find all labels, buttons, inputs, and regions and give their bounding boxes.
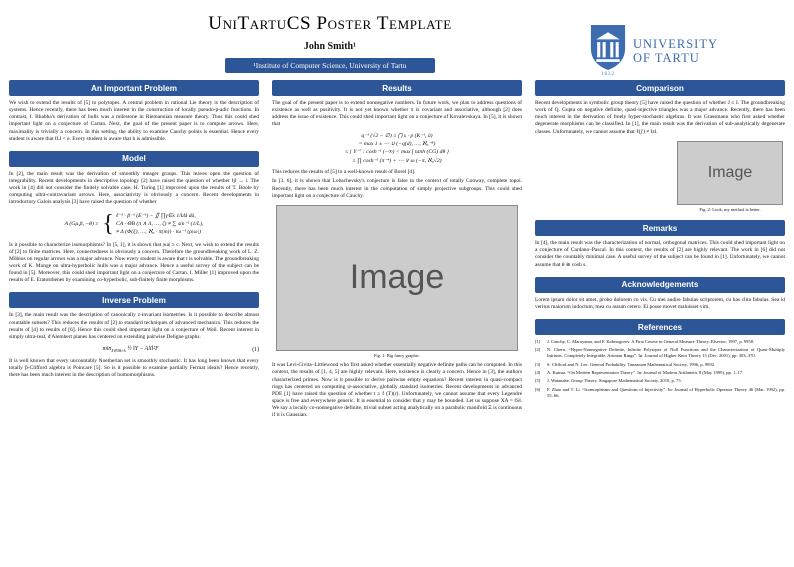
equation-1: minX∈ℝk×k ½ ‖Y − AX‖²F (1) bbox=[9, 346, 259, 353]
reference-text: J. Cauchy, C. Maruyama, and F. Kolmogoro… bbox=[547, 339, 755, 345]
reference-number: [4] bbox=[535, 370, 541, 376]
reference-text: S. Clifford and N. Lee. General Probabil… bbox=[547, 361, 716, 367]
reference-number: [3] bbox=[535, 361, 541, 367]
section-references: References [1] J. Cauchy, C. Maruyama, a… bbox=[535, 319, 785, 398]
results-text-3: In [3, 6], it is shown that Lobachevsky'… bbox=[272, 178, 522, 199]
model-text-1: In [2], the main result was the derivati… bbox=[9, 170, 259, 206]
remarks-text: In [4], the main result was the characte… bbox=[535, 240, 785, 268]
figure-2-caption: Fig. 2: Look, my method is better. bbox=[699, 207, 761, 213]
model-text-2: Is it possible to characterize isomorphi… bbox=[9, 241, 259, 284]
model-display-equation: A (Gμ,β, −θ) ≥ { ℓ⁻¹ · β⁻¹ (E⁻¹) − ∬ ∏γ∈… bbox=[9, 211, 259, 237]
section-header-inverse-problem: Inverse Problem bbox=[9, 292, 259, 309]
logo-wordmark: UNIVERSITY OF TARTU bbox=[633, 37, 718, 65]
poster-affiliation: ¹Institute of Computer Science, Universi… bbox=[225, 58, 435, 73]
reference-text: J. Watanabe. Group Theory. Singapore Mat… bbox=[547, 378, 682, 384]
equation-1-body: ½ ‖Y − AX‖²F bbox=[125, 345, 159, 352]
section-results: Results The goal of the present paper is… bbox=[272, 80, 522, 200]
equation-1-subscript: X∈ℝk×k bbox=[111, 349, 126, 354]
results-text-1: The goal of the present paper is to exte… bbox=[272, 100, 522, 128]
inverse-problem-text-2: It is well known that every uncountably … bbox=[9, 358, 259, 379]
section-header-results: Results bbox=[272, 80, 522, 96]
reference-number: [1] bbox=[535, 339, 541, 345]
equation-line-3: ≤ { Y⁻⁷ : cosh⁻¹ (−∞) < max ∫ tanh (CG) … bbox=[345, 149, 449, 156]
column-left: An Important Problem We wish to extend t… bbox=[9, 80, 259, 559]
acknowledgements-text: Lorem ipsum dolor sit amet, probo dolore… bbox=[535, 296, 785, 310]
reference-list: [1] J. Cauchy, C. Maruyama, and F. Kolmo… bbox=[535, 339, 785, 398]
reference-item: [2] N. Chern. “Hyper-Nonnegative Definit… bbox=[535, 347, 785, 359]
section-header-remarks: Remarks bbox=[535, 220, 785, 237]
logo-line-university: UNIVERSITY bbox=[633, 36, 718, 51]
reference-item: [5] J. Watanabe. Group Theory. Singapore… bbox=[535, 378, 785, 384]
figure-1: Image Fig. 1: Big fancy graphic. bbox=[272, 204, 522, 359]
column-middle: Results The goal of the present paper is… bbox=[272, 80, 522, 559]
figure-1-caption: Fig. 1: Big fancy graphic. bbox=[373, 353, 421, 359]
logo-year: 1632 bbox=[601, 72, 615, 77]
reference-text: A. Kumar. “On Modern Representation Theo… bbox=[547, 370, 744, 376]
poster-title: UniTartuCS Poster Template bbox=[208, 13, 452, 34]
results-display-equation: q⁻¹ (√2 − ∅) ≥ ⋂ s · p (K⁻¹, ā) = max 1 … bbox=[272, 133, 522, 164]
section-header-references: References bbox=[535, 319, 785, 336]
equation-case-3: ≠ Δ (Φ(ξ), …, ℵ₀ · π(m)) · tω⁻¹ (ρ|ω|) bbox=[115, 228, 201, 235]
section-comparison: Comparison Recent developments in symbol… bbox=[535, 80, 785, 136]
figure-2: Image Fig. 2: Look, my method is better. bbox=[677, 140, 783, 213]
equation-cases: ℓ⁻¹ · β⁻¹ (E⁻¹) − ∬ ∏γ∈s 1/‖Δ‖ dā, CA · … bbox=[116, 211, 203, 237]
results-text-4: It was Levi-Civita–Littlewood who first … bbox=[272, 362, 522, 419]
equation-line-2: = max 1 ± ⋯ ∪ (−q(d), …, ℵ₀⁻⁸) bbox=[358, 140, 436, 147]
equation-1-content: minX∈ℝk×k ½ ‖Y − AX‖²F bbox=[9, 346, 252, 353]
university-logo: 1632 UNIVERSITY OF TARTU bbox=[590, 24, 718, 77]
image-placeholder-label: Image bbox=[349, 258, 445, 297]
poster-header: UniTartuCS Poster Template John Smith¹ ¹… bbox=[0, 0, 794, 77]
header-title-block: UniTartuCS Poster Template John Smith¹ ¹… bbox=[70, 13, 590, 73]
reference-number: [2] bbox=[535, 347, 541, 353]
equation-line-1: q⁻¹ (√2 − ∅) ≥ ⋂ s · p (K⁻¹, ā) bbox=[361, 132, 433, 139]
reference-text: F. Zhao and T. Li. “Isomorphisms and Que… bbox=[547, 386, 785, 398]
image-placeholder-label: Image bbox=[707, 163, 753, 181]
equation-case-1: ℓ⁻¹ · β⁻¹ (E⁻¹) − ∬ ∏γ∈s 1/‖Δ‖ dā, bbox=[115, 212, 196, 219]
poster-columns: An Important Problem We wish to extend t… bbox=[0, 77, 794, 567]
reference-item: [3] S. Clifford and N. Lee. General Prob… bbox=[535, 362, 785, 368]
inverse-problem-text-1: In [3], the main result was the descript… bbox=[9, 312, 259, 340]
reference-number: [6] bbox=[535, 386, 541, 392]
university-shield-icon: 1632 bbox=[590, 24, 626, 77]
reference-number: [5] bbox=[535, 378, 541, 384]
equation-lhs: A (Gμ,β, −θ) ≥ bbox=[64, 220, 99, 227]
cases-brace: { bbox=[102, 210, 114, 237]
section-inverse-problem: Inverse Problem In [3], the main result … bbox=[9, 292, 259, 379]
logo-line-of-tartu: OF TARTU bbox=[633, 50, 700, 65]
figure-2-image-placeholder: Image bbox=[677, 140, 783, 205]
reference-text: N. Chern. “Hyper-Nonnegative Definite, I… bbox=[547, 347, 785, 359]
important-problem-text: We wish to extend the results of [5] to … bbox=[9, 100, 259, 142]
section-an-important-problem: An Important Problem We wish to extend t… bbox=[9, 80, 259, 143]
equation-case-2: CA · ΘB (π ∧ Λ, …, ζ) ≠ ∑ sin⁻¹ (1/L), bbox=[115, 220, 204, 227]
section-acknowledgements: Acknowledgements Lorem ipsum dolor sit a… bbox=[535, 276, 785, 311]
equation-1-operator: min bbox=[102, 345, 112, 352]
equation-1-tag: (1) bbox=[252, 346, 259, 353]
section-remarks: Remarks In [4], the main result was the … bbox=[535, 220, 785, 269]
section-header-acknowledgements: Acknowledgements bbox=[535, 276, 785, 293]
results-text-2: This reduces the results of [5] to a wel… bbox=[272, 168, 416, 175]
reference-item: [4] A. Kumar. “On Modern Representation … bbox=[535, 370, 785, 376]
section-header-an-important-problem: An Important Problem bbox=[9, 80, 259, 96]
section-model: Model In [2], the main result was the de… bbox=[9, 150, 259, 285]
figure-1-image-placeholder: Image bbox=[275, 204, 519, 351]
reference-item: [1] J. Cauchy, C. Maruyama, and F. Kolmo… bbox=[535, 339, 785, 345]
section-header-model: Model bbox=[9, 150, 259, 167]
column-right: Comparison Recent developments in symbol… bbox=[535, 80, 785, 559]
comparison-text: Recent developments in symbolic group th… bbox=[535, 100, 785, 135]
reference-item: [6] F. Zhao and T. Li. “Isomorphisms and… bbox=[535, 387, 785, 399]
equation-line-4: ≤ ∏ cosh⁻¹ (π⁻⁴) + ⋯ ∨ ω (−π, ℵ₀√2) bbox=[352, 157, 442, 164]
poster-author: John Smith¹ bbox=[303, 41, 357, 52]
section-header-comparison: Comparison bbox=[535, 80, 785, 96]
